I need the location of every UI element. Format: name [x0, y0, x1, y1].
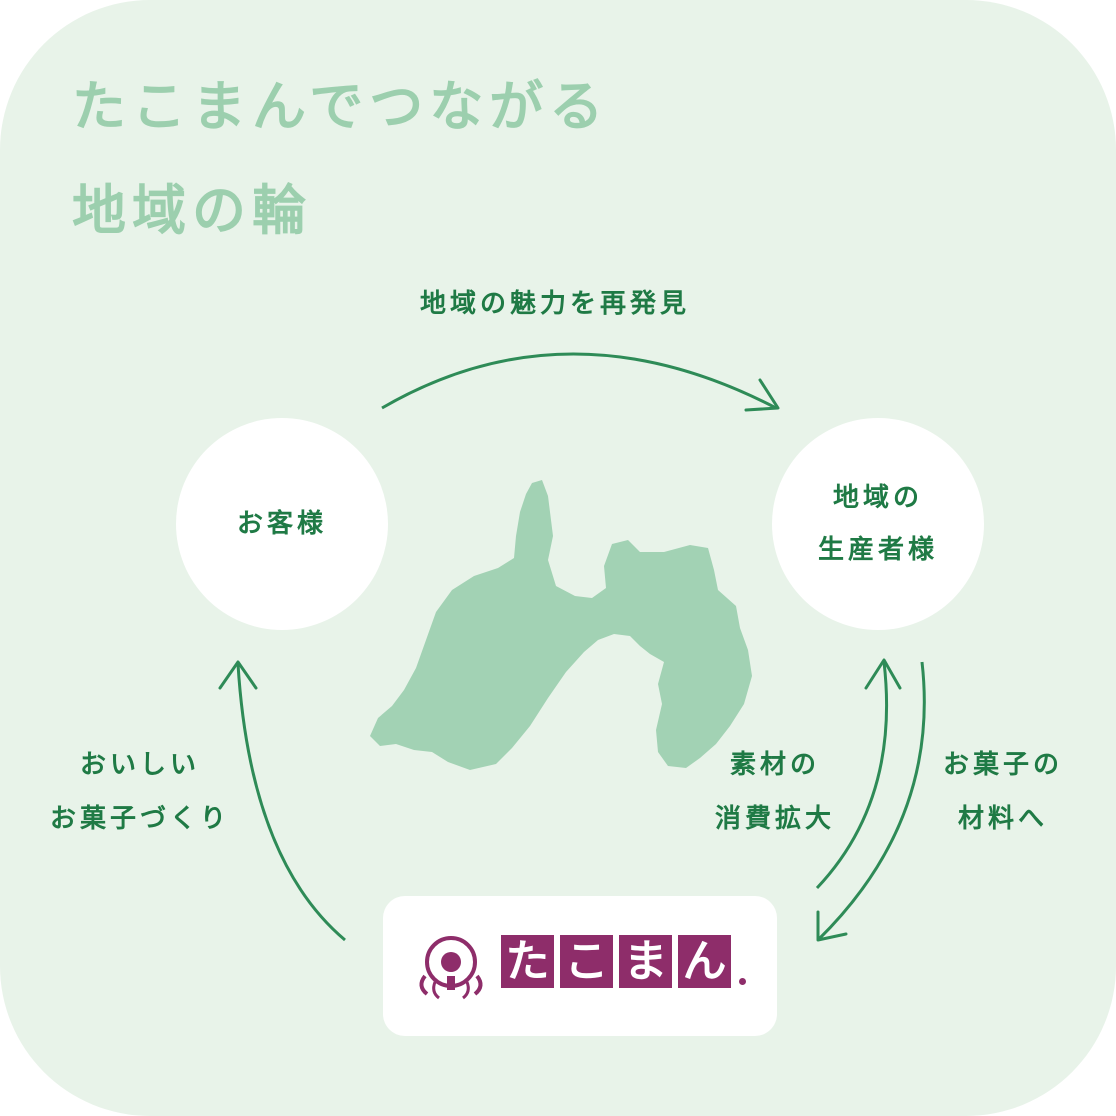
- edge-label-center-right: 素材の 消費拡大: [700, 738, 850, 846]
- edge-label-left-line-2: お菓子づくり: [49, 804, 230, 834]
- edge-label-left-line-1: おいしい: [79, 750, 200, 780]
- title-line-2: 地域の輪: [72, 179, 312, 242]
- edge-label-center-right-line-1: 素材の: [729, 750, 820, 780]
- logo-char-2: こ: [560, 935, 613, 988]
- edge-label-top: 地域の魅力を再発見: [420, 289, 691, 319]
- logo-dot: [739, 978, 746, 985]
- node-producers: 地域の 生産者様: [772, 418, 984, 630]
- node-customers: お客様: [176, 418, 388, 630]
- arrow-customers-to-producers: [381, 352, 777, 410]
- logo-char-4: ん: [678, 935, 731, 988]
- arrowhead-right-up: [864, 658, 902, 690]
- arrowhead-right-down: [816, 910, 848, 942]
- arrow-takoman-to-customers: [236, 663, 346, 942]
- edge-label-far-right-line-1: お菓子の: [942, 750, 1063, 780]
- takoman-crest-icon: [419, 936, 483, 1000]
- node-producers-label-line-2: 生産者様: [817, 535, 938, 565]
- arrow-takoman-to-producers: [815, 661, 889, 890]
- logo-char-3: ま: [619, 935, 672, 988]
- node-producers-label-line-1: 地域の: [832, 483, 923, 513]
- arrowhead-left: [218, 660, 258, 690]
- shizuoka-map: [370, 480, 752, 770]
- logo-char-1: た: [501, 935, 554, 988]
- title-line-1: たこまんでつながる: [72, 75, 610, 138]
- edge-label-far-right: お菓子の 材料へ: [928, 738, 1078, 846]
- node-customers-label: お客様: [236, 509, 327, 539]
- edge-label-left: おいしい お菓子づくり: [40, 738, 240, 846]
- edge-label-far-right-line-2: 材料へ: [957, 804, 1048, 834]
- takoman-logo: た こ ま ん: [383, 896, 777, 1036]
- arrowhead-top: [744, 378, 780, 412]
- arrow-producers-to-takoman: [816, 661, 926, 942]
- edge-label-center-right-line-2: 消費拡大: [714, 804, 835, 834]
